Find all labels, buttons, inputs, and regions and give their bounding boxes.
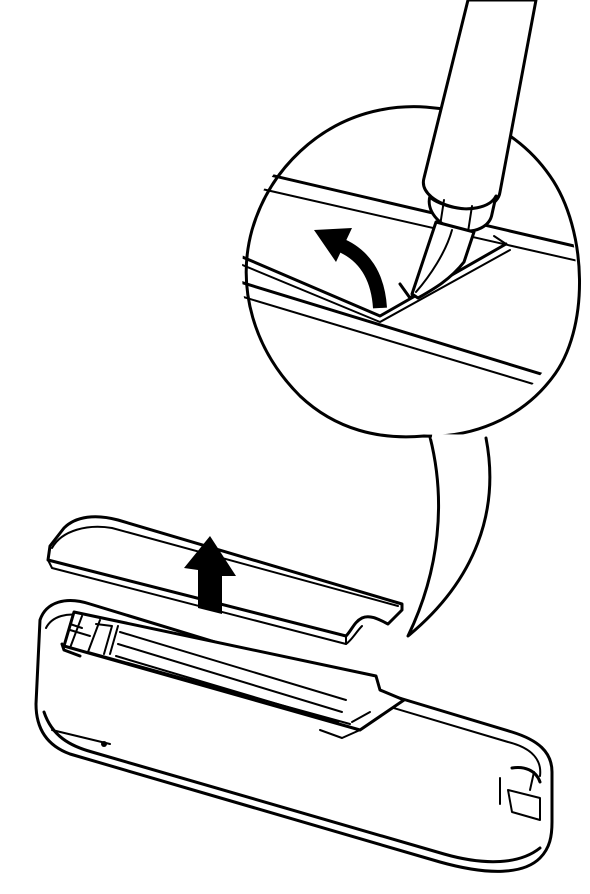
up-arrow-icon <box>184 536 236 614</box>
screwdriver-icon <box>410 0 538 300</box>
magnifier-callout-icon <box>242 105 581 638</box>
callout-bubble <box>244 105 581 439</box>
cover-recess <box>242 242 508 318</box>
callout-tail <box>406 435 492 638</box>
callout-detail <box>242 166 576 405</box>
curved-arrow-icon <box>314 228 387 309</box>
remote-battery-cover-icon <box>34 515 554 873</box>
battery-cover <box>46 515 404 638</box>
